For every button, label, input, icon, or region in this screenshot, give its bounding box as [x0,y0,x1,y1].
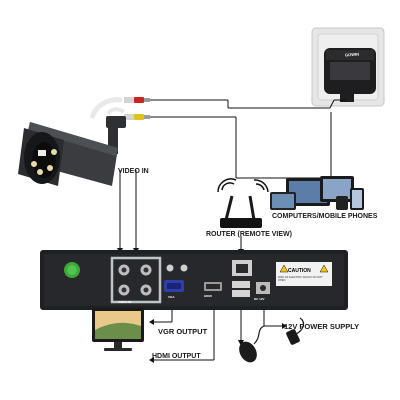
adapter-brand-label: GOWIN [344,51,360,58]
dc-port-label: DC 12V [254,297,265,301]
power-plug [286,317,305,345]
connection-lines [119,99,346,361]
warning-text: RISK OF ELECTRIC SHOCK DO NOT OPEN [278,276,323,282]
camera-cable [89,97,126,119]
caution-label [276,262,332,286]
video-port-label: VIDEO IN [118,300,132,304]
power-supply-label: 12V POWER SUPPLY [284,322,360,331]
hdmi-port [204,282,222,291]
bnc-port-4 [140,284,152,296]
video-in-label: VIDEO IN [118,168,149,175]
vgr-output-label: VGR OUTPUT [158,327,208,336]
hdmi-output-label: HDMI OUTPUT [152,353,201,360]
router-label: ROUTER (REMOTE VIEW) [206,231,292,238]
bnc-connector-red [124,97,150,103]
computers-mobile-phones [270,176,364,210]
monitor [92,308,144,351]
audio-ports [166,264,188,272]
mouse [239,325,265,363]
bnc-port-2 [140,264,152,276]
computers-label: COMPUTERS/MOBILE PHONES [272,213,378,220]
hdmi-port-label: HDMI [204,294,212,298]
usb-ports [232,281,250,297]
power-adapter [324,48,376,102]
caution-text: CAUTION [288,268,311,274]
bnc-connector-yellow [124,114,150,120]
wifi-icon [217,178,269,193]
dc-power-port [256,282,270,294]
lan-port [232,260,252,276]
vga-port [164,280,184,292]
vga-port-label: VGA [168,295,175,299]
bnc-port-3 [118,284,130,296]
bullet-camera [18,116,126,186]
bnc-port-1 [118,264,130,276]
router [220,195,262,228]
